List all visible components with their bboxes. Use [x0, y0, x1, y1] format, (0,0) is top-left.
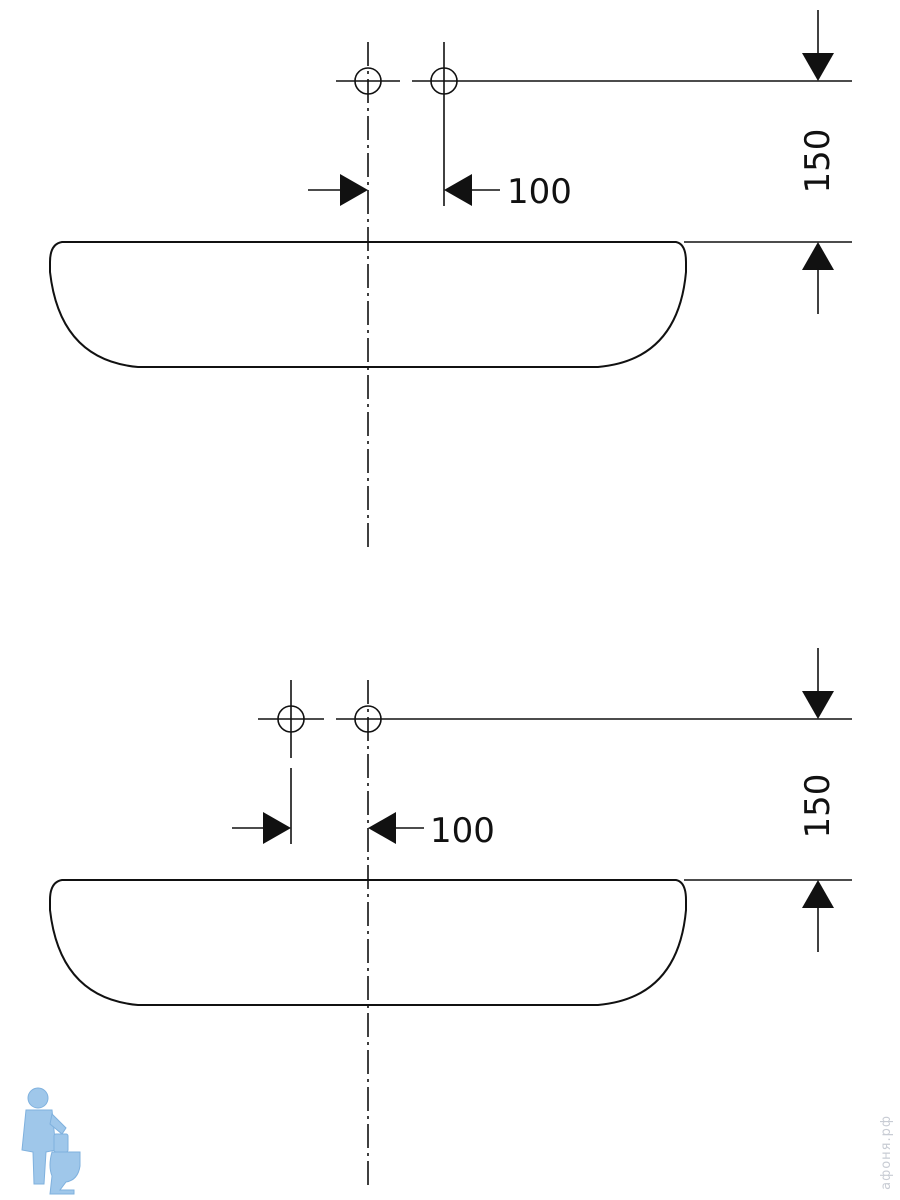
horizontal-dimension-top: 100 [308, 172, 572, 212]
top-view: 100 150 [49, 10, 852, 552]
dimension-label-100-top: 100 [507, 172, 572, 212]
bottom-view: 100 150 [49, 648, 852, 1190]
horizontal-dimension-bottom: 100 [232, 811, 495, 851]
basin-outline-bottom [49, 879, 687, 1006]
vertical-dimension-bottom: 150 [798, 648, 838, 952]
dimension-label-100-bottom: 100 [430, 811, 495, 851]
tap-hole-right-top [412, 42, 458, 206]
dimension-label-150-bottom: 150 [798, 774, 838, 839]
basin-outline-top [49, 241, 687, 368]
tap-hole-left-top [336, 67, 400, 95]
watermark-text: афоня.рф [879, 1115, 894, 1190]
plumber-mascot-logo [21, 1087, 81, 1195]
vertical-dimension-top: 150 [798, 10, 838, 314]
tap-hole-left-bottom [258, 680, 324, 844]
dimension-label-150-top: 150 [798, 129, 838, 194]
